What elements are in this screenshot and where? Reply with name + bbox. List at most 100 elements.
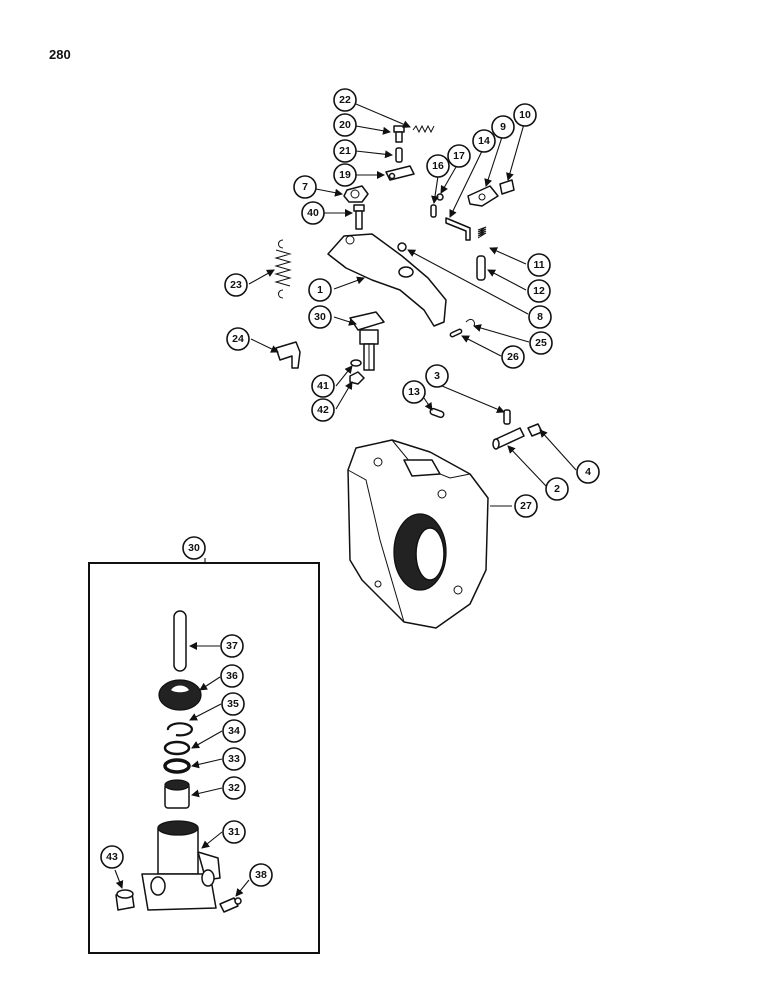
leader-lines	[114, 103, 577, 897]
ring-34-part	[163, 740, 191, 756]
svg-text:31: 31	[228, 826, 240, 838]
svg-text:32: 32	[228, 782, 240, 794]
svg-text:40: 40	[307, 207, 319, 219]
washer-41-part	[350, 359, 362, 367]
spring-small-part	[412, 124, 435, 134]
svg-text:43: 43	[106, 851, 118, 863]
svg-text:41: 41	[317, 380, 329, 392]
housing-part	[347, 439, 489, 629]
svg-text:13: 13	[408, 386, 420, 398]
fitting-part	[527, 423, 543, 437]
callout-27: 27	[514, 494, 538, 518]
svg-text:23: 23	[230, 279, 242, 291]
bushing-part	[164, 779, 190, 809]
svg-text:38: 38	[255, 869, 267, 881]
svg-text:21: 21	[339, 145, 351, 157]
lever-small-part	[385, 165, 415, 181]
svg-text:27: 27	[520, 500, 532, 512]
callout-10: 10	[513, 103, 537, 127]
callout-31: 31	[222, 820, 246, 844]
svg-text:8: 8	[537, 311, 543, 323]
callout-23: 23	[224, 273, 248, 297]
ball-36-part	[158, 679, 202, 711]
svg-text:26: 26	[507, 351, 519, 363]
svg-text:2: 2	[554, 483, 560, 495]
svg-text:1: 1	[317, 284, 323, 296]
body-31-part	[141, 820, 221, 911]
callout-1: 1	[308, 278, 332, 302]
svg-text:37: 37	[226, 640, 238, 652]
svg-text:11: 11	[533, 259, 544, 271]
callout-19: 19	[333, 163, 357, 187]
callout-12: 12	[527, 279, 551, 303]
callout-36: 36	[220, 664, 244, 688]
plate-part	[467, 185, 499, 207]
svg-text:12: 12	[533, 285, 545, 297]
svg-text:25: 25	[535, 337, 547, 349]
pin-12-part	[476, 255, 486, 281]
bracket-part	[275, 341, 301, 369]
pin-26-part	[449, 328, 463, 338]
callout-16: 16	[426, 154, 450, 178]
grease-fitting-part	[219, 897, 242, 913]
o-ring-33-part	[163, 758, 191, 774]
washer-17-part	[436, 193, 444, 201]
pin-small-part	[395, 147, 403, 163]
callout-33: 33	[222, 747, 246, 771]
knob-part	[499, 179, 515, 195]
shaft-part	[492, 427, 525, 450]
svg-text:36: 36	[226, 670, 238, 682]
svg-text:17: 17	[453, 150, 465, 162]
callout-2: 2	[545, 477, 569, 501]
callout-24: 24	[226, 327, 250, 351]
callout-13: 13	[402, 380, 426, 404]
svg-text:30: 30	[188, 542, 200, 554]
svg-text:22: 22	[339, 94, 351, 106]
svg-text:20: 20	[339, 119, 351, 131]
main-lever-arm-part	[327, 233, 447, 327]
bent-rod-part	[445, 217, 471, 241]
svg-text:34: 34	[228, 725, 240, 737]
callout-17: 17	[447, 144, 471, 168]
pin-3-part	[503, 409, 511, 425]
svg-text:4: 4	[585, 466, 591, 478]
svg-text:10: 10	[519, 109, 531, 121]
callout-38: 38	[249, 863, 273, 887]
callout-20: 20	[333, 113, 357, 137]
callout-11: 11	[527, 253, 551, 277]
svg-text:35: 35	[227, 698, 239, 710]
callout-3: 3	[425, 364, 449, 388]
spring-11-part	[477, 226, 487, 239]
callout-37: 37	[220, 634, 244, 658]
pin-37-part	[173, 610, 187, 672]
callout-14: 14	[472, 129, 496, 153]
o-ring-part	[397, 242, 407, 252]
nut-part	[343, 185, 369, 203]
spring-large-part	[274, 239, 292, 299]
svg-text:33: 33	[228, 753, 240, 765]
callout-26: 26	[501, 345, 525, 369]
clip-25-part	[465, 319, 475, 327]
svg-text:9: 9	[500, 121, 506, 133]
svg-text:30: 30	[314, 311, 326, 323]
pin-16-part	[430, 204, 437, 218]
svg-text:14: 14	[478, 135, 490, 147]
inset-frame	[88, 562, 320, 954]
callout-25: 25	[529, 331, 553, 355]
svg-text:42: 42	[317, 404, 329, 416]
callout-22: 22	[333, 88, 357, 112]
nut-42-part	[349, 371, 365, 385]
plug-part	[115, 889, 135, 911]
callout-7: 7	[293, 175, 317, 199]
callout-9: 9	[491, 115, 515, 139]
pedal-shaft-assembly-part	[349, 311, 385, 371]
callout-40: 40	[301, 201, 325, 225]
callout-32: 32	[222, 776, 246, 800]
snap-ring-part	[166, 722, 194, 737]
callout-43: 43	[100, 845, 124, 869]
svg-text:19: 19	[339, 169, 351, 181]
callout-21: 21	[333, 139, 357, 163]
inset-label-callout: 30	[182, 536, 206, 560]
